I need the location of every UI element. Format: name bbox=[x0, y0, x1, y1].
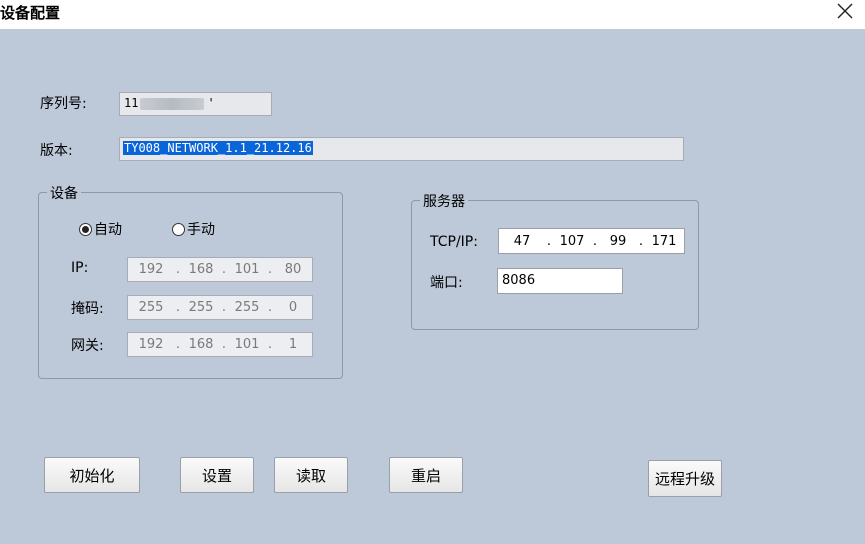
server-ip-octet-2: 107 bbox=[559, 233, 585, 249]
restart-button[interactable]: 重启 bbox=[389, 457, 463, 493]
server-group-legend: 服务器 bbox=[420, 191, 468, 211]
ip-octet-3: 101 bbox=[234, 262, 260, 277]
radio-auto-label: 自动 bbox=[94, 222, 122, 238]
ip-address-field[interactable]: 192.168.101.80 bbox=[127, 257, 313, 282]
server-ip-octet-4: 171 bbox=[651, 233, 677, 249]
mask-octet-1: 255 bbox=[138, 300, 164, 315]
version-field[interactable]: TY008_NETWORK_1.1_21.12.16 bbox=[119, 137, 684, 161]
version-label: 版本: bbox=[40, 143, 73, 159]
device-group: 设备 自动 手动 IP: 192.168.101.80 掩码: 255.255.… bbox=[38, 183, 343, 379]
version-value: TY008_NETWORK_1.1_21.12.16 bbox=[123, 141, 313, 155]
ip-octet-1: 192 bbox=[138, 262, 164, 277]
gateway-octet-2: 168 bbox=[188, 337, 214, 352]
read-button[interactable]: 读取 bbox=[274, 457, 348, 493]
serial-value-prefix: 11 bbox=[124, 96, 139, 110]
subnet-mask-field[interactable]: 255.255.255.0 bbox=[127, 295, 313, 320]
close-icon bbox=[837, 3, 853, 19]
serial-label: 序列号: bbox=[40, 96, 87, 112]
dialog-body: 序列号: 11' 版本: TY008_NETWORK_1.1_21.12.16 … bbox=[0, 29, 865, 544]
title-bar: 设备配置 bbox=[0, 0, 865, 29]
radio-unchecked-icon bbox=[172, 222, 185, 236]
server-ip-field[interactable]: 47.107.99.171 bbox=[498, 228, 685, 254]
gateway-octet-4: 1 bbox=[288, 337, 298, 352]
ip-label: IP: bbox=[71, 260, 89, 276]
remote-upgrade-button[interactable]: 远程升级 bbox=[648, 460, 722, 497]
gateway-octet-3: 101 bbox=[234, 337, 260, 352]
mask-octet-2: 255 bbox=[188, 300, 214, 315]
gateway-label: 网关: bbox=[71, 338, 104, 354]
server-ip-octet-1: 47 bbox=[513, 233, 531, 249]
window-title: 设备配置 bbox=[0, 4, 61, 22]
gateway-field[interactable]: 192.168.101.1 bbox=[127, 332, 313, 357]
port-label: 端口: bbox=[430, 275, 463, 291]
mask-label: 掩码: bbox=[71, 301, 104, 317]
serial-field[interactable]: 11 ' bbox=[119, 92, 272, 116]
server-ip-octet-3: 99 bbox=[609, 233, 627, 249]
radio-checked-icon bbox=[79, 222, 92, 236]
close-button[interactable] bbox=[833, 0, 857, 24]
redacted-block bbox=[140, 97, 205, 110]
port-input[interactable]: 8086 bbox=[497, 268, 623, 294]
mask-octet-4: 0 bbox=[288, 300, 298, 315]
radio-manual-label: 手动 bbox=[187, 222, 215, 238]
ip-octet-4: 80 bbox=[284, 262, 302, 277]
device-group-legend: 设备 bbox=[47, 183, 81, 203]
tcpip-label: TCP/IP: bbox=[430, 234, 478, 250]
server-group: 服务器 TCP/IP: 47.107.99.171 端口: 8086 bbox=[411, 191, 699, 330]
mask-octet-3: 255 bbox=[234, 300, 260, 315]
gateway-octet-1: 192 bbox=[138, 337, 164, 352]
set-button[interactable]: 设置 bbox=[180, 457, 254, 493]
serial-value-suffix: ' bbox=[207, 96, 215, 110]
radio-manual[interactable]: 手动 bbox=[172, 219, 215, 239]
radio-auto[interactable]: 自动 bbox=[79, 219, 122, 239]
init-button[interactable]: 初始化 bbox=[44, 457, 140, 493]
ip-octet-2: 168 bbox=[188, 262, 214, 277]
